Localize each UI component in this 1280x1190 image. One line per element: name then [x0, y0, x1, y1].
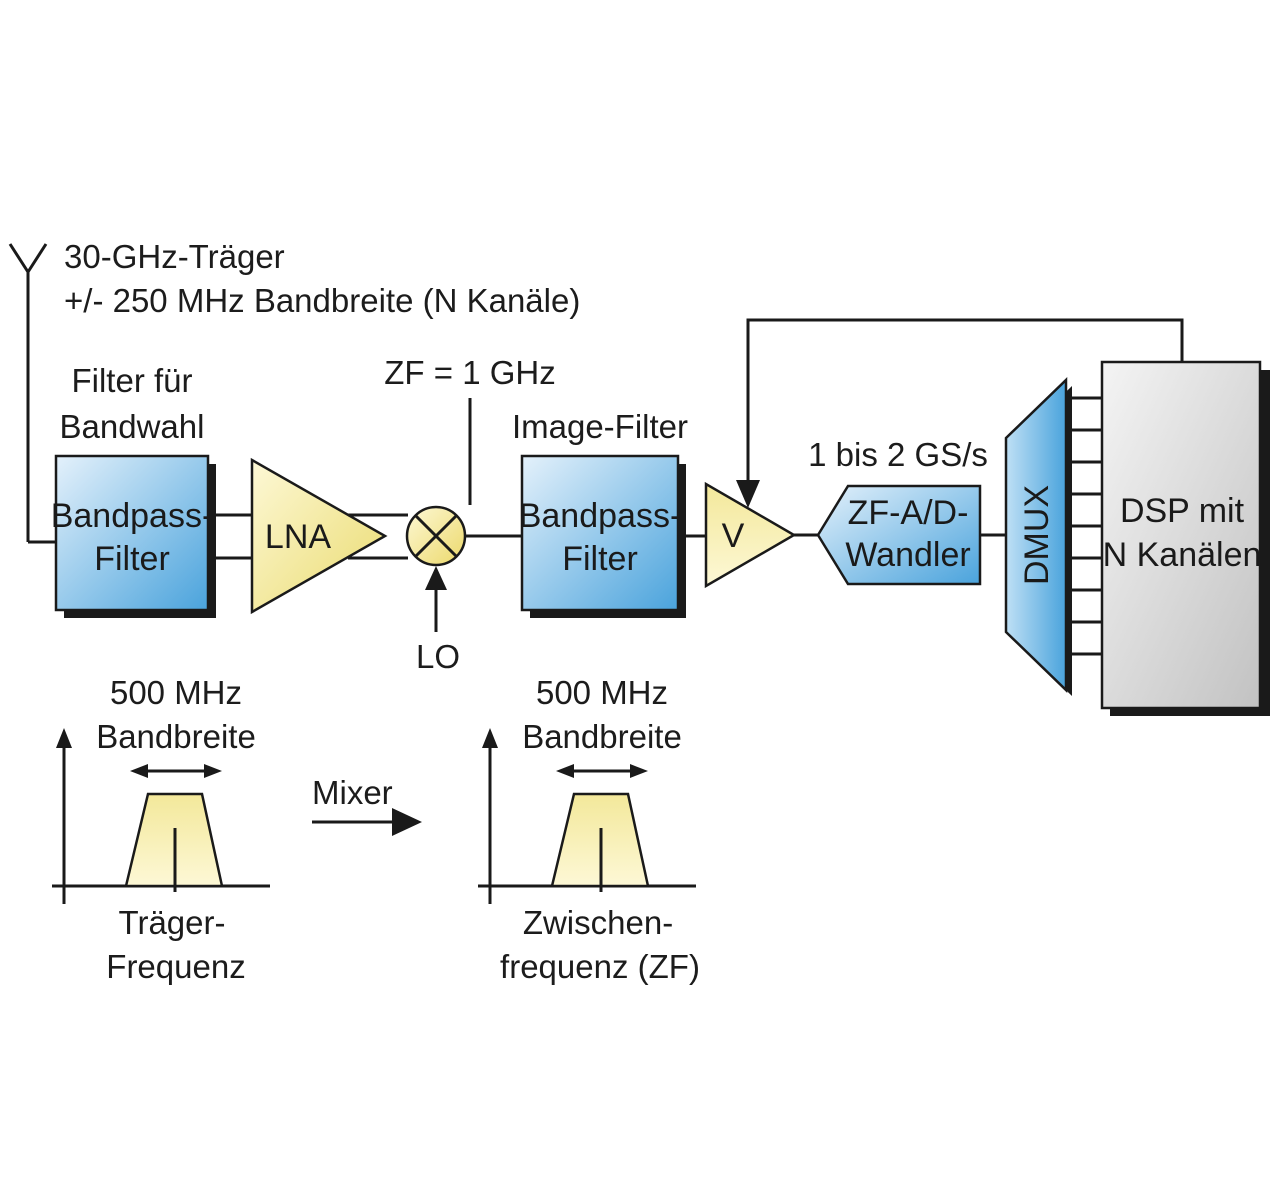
lo-label: LO	[416, 638, 460, 675]
feedback-line	[736, 318, 1184, 508]
bandwidth-label: +/- 250 MHz Bandbreite (N Kanäle)	[64, 282, 580, 319]
if-frequency-label: ZF = 1 GHz	[384, 354, 555, 391]
bandpass-1-line2: Filter	[94, 540, 170, 578]
bandpass-filter-1: Bandpass- Filter	[51, 454, 216, 618]
spectrum-left-freq-line2: Frequenz	[106, 948, 245, 985]
adc-line1: ZF-A/D-	[848, 494, 969, 532]
spectrum-left-bw-line2: Bandbreite	[96, 718, 256, 755]
image-filter: Bandpass- Filter	[519, 454, 686, 618]
spectrum-left-freq-line1: Träger-	[119, 904, 226, 941]
mixer-arrow-icon	[312, 808, 422, 836]
lo-arrow-icon	[425, 566, 447, 632]
dsp-line1: DSP mit	[1120, 492, 1245, 530]
lna-label: LNA	[265, 518, 331, 556]
lna-amplifier: LNA	[250, 457, 388, 615]
mixer-label: Mixer	[312, 774, 393, 811]
spectrum-right-freq-line2: frequenz (ZF)	[500, 948, 700, 985]
spectrum-left-bw-line1: 500 MHz	[110, 674, 242, 711]
carrier-label: 30-GHz-Träger	[64, 238, 285, 275]
adc-line2: Wandler	[845, 536, 970, 574]
variable-amplifier: V	[704, 481, 797, 589]
image-filter-line1: Bandpass-	[519, 497, 682, 535]
dsp-block: DSP mit N Kanälen	[1100, 360, 1270, 716]
spectrum-if: 500 MHz Bandbreite Zwischen- frequenz (Z…	[478, 674, 700, 985]
adc-block: ZF-A/D- Wandler	[816, 484, 982, 586]
spectrum-right-freq-line1: Zwischen-	[523, 904, 673, 941]
mixer-icon	[405, 505, 467, 567]
channel-lines	[1066, 396, 1102, 656]
amp-label: V	[722, 517, 745, 555]
filter-caption-line1: Filter für	[71, 362, 192, 399]
image-filter-line2: Filter	[562, 540, 638, 578]
image-filter-caption: Image-Filter	[512, 408, 688, 445]
dmux-block: DMUX	[1004, 377, 1072, 696]
filter-caption-line2: Bandwahl	[60, 408, 205, 445]
spectrum-right-bw-line1: 500 MHz	[536, 674, 668, 711]
antenna-icon	[8, 243, 56, 544]
dmux-label: DMUX	[1018, 485, 1056, 585]
dsp-line2: N Kanälen	[1103, 536, 1262, 574]
sample-rate-label: 1 bis 2 GS/s	[808, 436, 988, 473]
spectrum-carrier: 500 MHz Bandbreite Träger- Frequenz	[52, 674, 270, 985]
spectrum-right-bw-line2: Bandbreite	[522, 718, 682, 755]
bandpass-1-line1: Bandpass-	[51, 497, 214, 535]
